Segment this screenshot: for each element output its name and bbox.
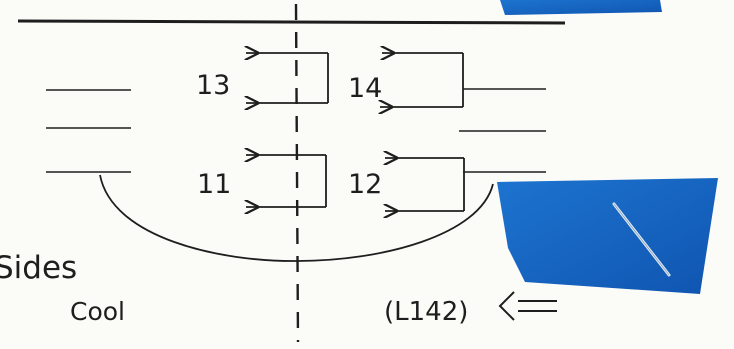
center-axis [294, 3, 300, 343]
bracket-11 [246, 155, 327, 207]
sides-label: Sides [0, 250, 77, 286]
cool-label: Cool [70, 297, 125, 326]
bracket-12 [385, 158, 465, 211]
blue-tab-top [500, 0, 662, 15]
bracket-13 [246, 53, 329, 103]
blue-tab-lower [497, 178, 718, 294]
label-12: 12 [348, 169, 382, 200]
label-13: 13 [196, 70, 230, 101]
bracket-14 [380, 53, 464, 107]
staple-shadow [613, 203, 670, 276]
code-label: (L142) [384, 297, 468, 327]
top-rule [17, 19, 566, 25]
label-14: 14 [348, 73, 382, 104]
label-11: 11 [197, 169, 231, 200]
bottom-arc [99, 174, 494, 262]
double-arrow-icon [498, 291, 557, 321]
